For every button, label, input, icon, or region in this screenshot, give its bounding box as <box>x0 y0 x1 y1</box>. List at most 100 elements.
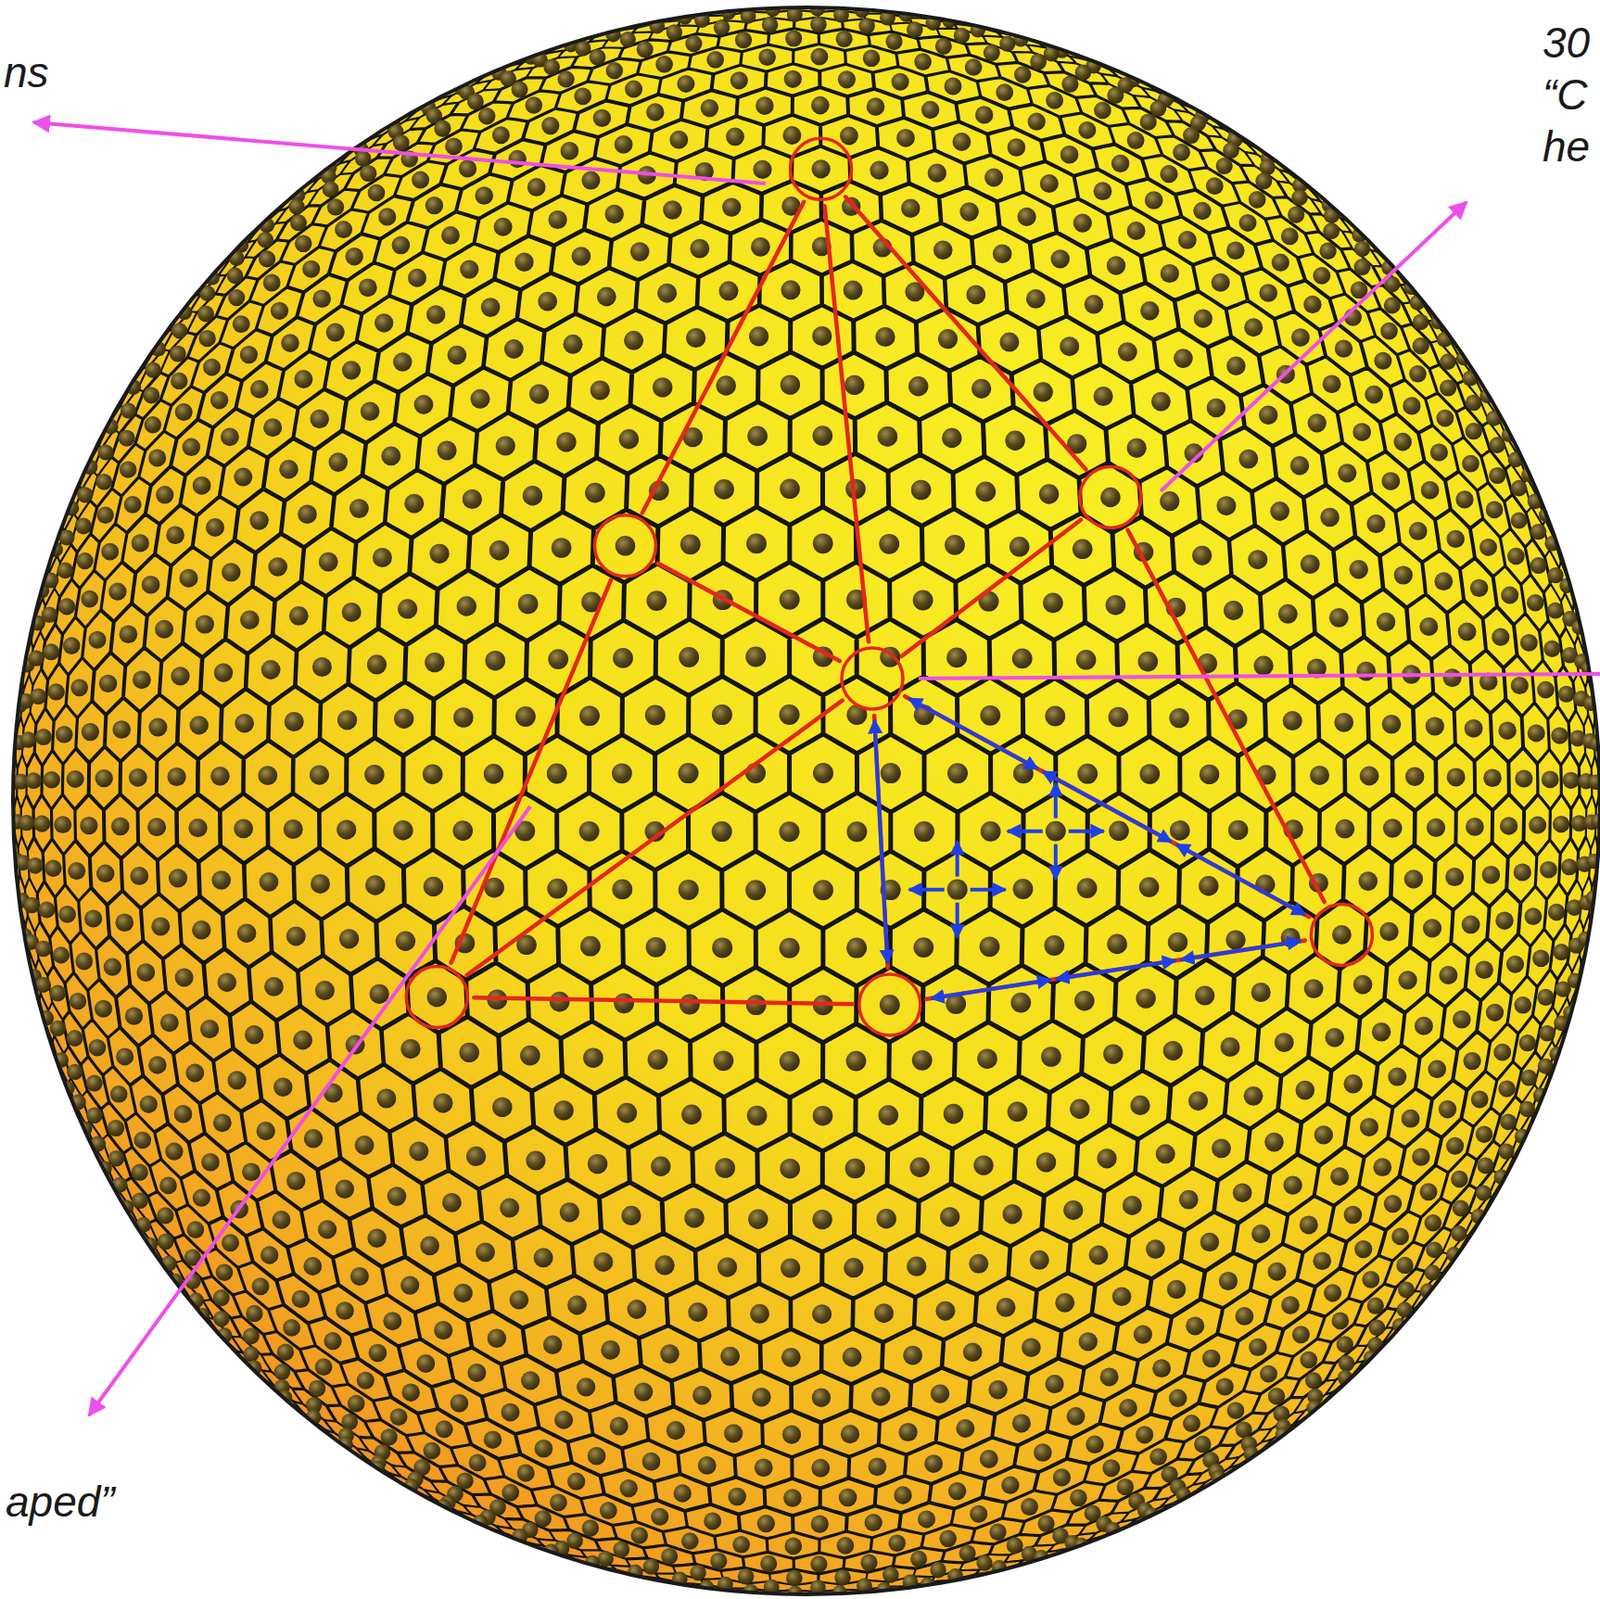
callout-text: he <box>1542 122 1590 171</box>
lattice-particle <box>187 1220 205 1239</box>
lattice-particle <box>192 476 212 496</box>
lattice-particle <box>1412 337 1430 355</box>
lattice-particle <box>1369 1320 1386 1337</box>
lattice-particle <box>1439 353 1457 370</box>
lattice-particle <box>228 289 245 306</box>
lattice-particle <box>435 1420 454 1438</box>
lattice-particle <box>1465 394 1483 412</box>
lattice-particle <box>131 1193 149 1210</box>
lattice-particle <box>43 771 61 788</box>
lattice-particle <box>1514 769 1533 788</box>
label-holder: “C <box>1542 70 1588 119</box>
lattice-particle <box>783 1488 802 1508</box>
lattice-particle <box>1498 722 1516 740</box>
lattice-particle <box>227 267 244 285</box>
lattice-particle <box>393 820 413 840</box>
lattice-particle <box>1402 396 1421 415</box>
lattice-particle <box>869 161 889 180</box>
lattice-particle <box>1541 771 1560 789</box>
sphere-rim <box>12 7 1600 1595</box>
lattice-particle <box>1259 159 1276 176</box>
lattice-particle <box>1373 352 1392 370</box>
lattice-particle <box>965 58 983 77</box>
lattice-particle <box>272 1210 292 1230</box>
lattice-particle <box>393 709 414 729</box>
lattice-particle <box>1380 322 1398 341</box>
lattice-particle <box>1051 249 1070 268</box>
lattice-particle <box>860 1554 877 1572</box>
lattice-particle <box>483 1431 502 1449</box>
lattice-particle <box>1235 1421 1253 1438</box>
lattice-particle <box>1198 876 1219 896</box>
lattice-particle <box>666 24 683 40</box>
lattice-particle <box>112 720 131 739</box>
lattice-particle <box>426 304 445 324</box>
lattice-particle <box>33 815 51 833</box>
lattice-particle <box>785 29 802 47</box>
hex-cell-edges <box>26 20 1588 1582</box>
lattice-particle <box>159 1177 178 1195</box>
lattice-particle <box>1168 708 1189 728</box>
lattice-particle <box>543 1335 562 1355</box>
lattice-particle <box>24 897 40 914</box>
lattice-particle <box>52 946 70 964</box>
lattice-particle <box>1364 385 1384 405</box>
lattice-particle <box>758 48 776 66</box>
lattice-particle <box>1028 113 1046 131</box>
lattice-particle <box>407 268 427 288</box>
lattice-particle <box>882 1566 900 1584</box>
lattice-particle <box>1367 1297 1385 1315</box>
lattice-particle <box>1112 1287 1132 1308</box>
leader-line <box>88 806 531 1416</box>
lattice-particle <box>213 1289 230 1307</box>
lattice-particle <box>292 1290 310 1308</box>
lattice-particle <box>963 1342 983 1362</box>
lattice-particle <box>885 33 902 51</box>
lattice-particle <box>1332 1312 1350 1331</box>
lattice-particle <box>868 1457 888 1476</box>
lattice-particle <box>1485 501 1504 520</box>
lattice-particle <box>634 1382 653 1401</box>
lattice-particle <box>1527 723 1546 742</box>
lattice-particle <box>912 1050 933 1071</box>
lattice-particle <box>1412 314 1429 331</box>
lattice-particle <box>678 762 699 784</box>
lattice-particle <box>508 150 527 168</box>
lattice-particle <box>336 820 356 840</box>
lattice-particle <box>317 1219 337 1239</box>
lattice-particle <box>1455 490 1474 508</box>
lattice-particle <box>713 19 731 37</box>
lattice-particle <box>655 55 674 74</box>
callout-text: “C <box>1542 70 1588 119</box>
lattice-particle <box>587 1447 607 1466</box>
lattice-particle <box>612 647 634 669</box>
lattice-particle <box>666 1421 686 1440</box>
lattice-particle <box>1479 538 1498 557</box>
lattice-particle <box>25 772 42 789</box>
lattice-particle <box>1499 1113 1517 1131</box>
lattice-particle <box>723 1423 743 1443</box>
lattice-particle <box>927 164 947 183</box>
lattice-particle <box>1443 668 1462 687</box>
lattice-particle <box>1561 858 1578 876</box>
lattice-particle <box>913 937 934 958</box>
lattice-particle <box>589 49 607 66</box>
lattice-particle <box>706 50 724 69</box>
lattice-particle <box>1332 925 1352 945</box>
lattice-particle <box>646 102 664 121</box>
lattice-particle <box>1384 297 1401 315</box>
lattice-particle <box>1303 295 1321 314</box>
lattice-particle <box>522 485 543 506</box>
lattice-particle <box>684 1207 704 1228</box>
lattice-particle <box>1354 258 1372 276</box>
lattice-particle <box>58 597 76 615</box>
lattice-particle <box>1108 707 1130 728</box>
lattice-particle <box>342 602 362 623</box>
lattice-particle <box>933 240 953 260</box>
lattice-particle <box>1247 549 1268 570</box>
lattice-particle <box>959 1545 977 1562</box>
lattice-particle <box>1029 53 1047 71</box>
leader-lines <box>33 122 1600 1416</box>
lattice-particle <box>1404 869 1423 889</box>
lattice-particle <box>107 1119 125 1137</box>
